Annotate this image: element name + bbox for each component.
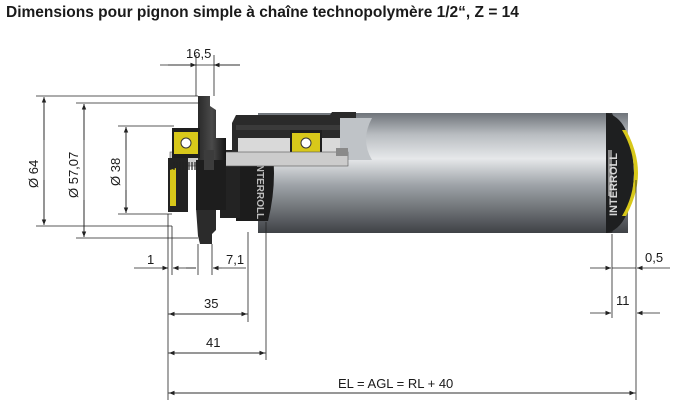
dim-41: 41 [206,335,220,350]
dim-16-5: 16,5 [186,46,211,61]
dim-overall: EL = AGL = RL + 40 [338,376,453,391]
dim-dia-57: Ø 57,07 [66,152,81,198]
left-bearing [168,128,200,212]
section-cut [169,112,372,167]
dim-dia-38: Ø 38 [108,158,123,186]
brand-text-right: INTERROLL [608,153,620,216]
dim-7-1: 7,1 [226,252,244,267]
dim-1: 1 [147,252,154,267]
sprocket [196,96,226,244]
brand-text-left: INTERROLL [254,162,265,219]
dim-11: 11 [616,293,630,308]
dim-dia-64: Ø 64 [26,160,41,188]
shaft-thread [173,162,196,170]
dimension-lines [36,55,670,400]
right-end-cap [606,113,638,233]
page-title: Dimensions pour pignon simple à chaîne t… [6,4,519,21]
dim-35: 35 [204,296,218,311]
dim-0-5: 0,5 [645,250,663,265]
